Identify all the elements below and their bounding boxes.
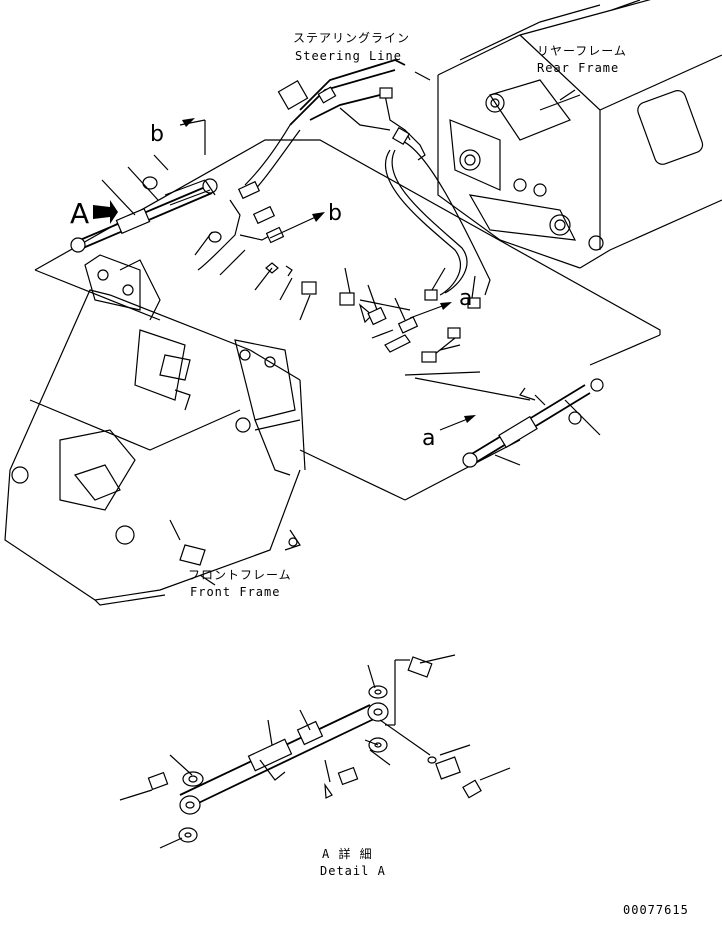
leader-lines-upper xyxy=(101,154,601,466)
direction-arrows xyxy=(93,118,476,431)
ref-b-marker-2: b xyxy=(328,201,342,226)
front-frame-label-en: Front Frame xyxy=(190,585,281,599)
detail-a-leaders xyxy=(119,654,511,849)
ref-b-marker-1: b xyxy=(150,122,164,147)
drawing-number: 00077615 xyxy=(623,903,689,917)
rear-frame xyxy=(414,0,722,269)
view-a-marker: A xyxy=(70,197,90,230)
upper-cylinder xyxy=(70,176,481,363)
detail-a-assembly xyxy=(147,656,482,843)
rear-frame-label-en: Rear Frame xyxy=(537,61,620,75)
steering-line-label-en: Steering Line xyxy=(295,49,402,63)
detail-a-label-en: Detail A xyxy=(320,864,386,878)
right-cylinder xyxy=(462,378,604,468)
rear-frame-label-jp: リヤーフレーム xyxy=(537,44,627,58)
steering-line-label-jp: ステアリングライン xyxy=(293,31,411,45)
front-frame-label-jp: フロントフレーム xyxy=(188,568,292,582)
ref-a-marker-2: a xyxy=(422,426,436,451)
front-frame xyxy=(4,254,306,606)
reference-outline xyxy=(34,139,661,501)
ref-a-marker-1: a xyxy=(459,286,473,311)
steering-line-hoses xyxy=(244,59,491,296)
detail-a-label-jp: A 詳 細 xyxy=(322,847,373,861)
